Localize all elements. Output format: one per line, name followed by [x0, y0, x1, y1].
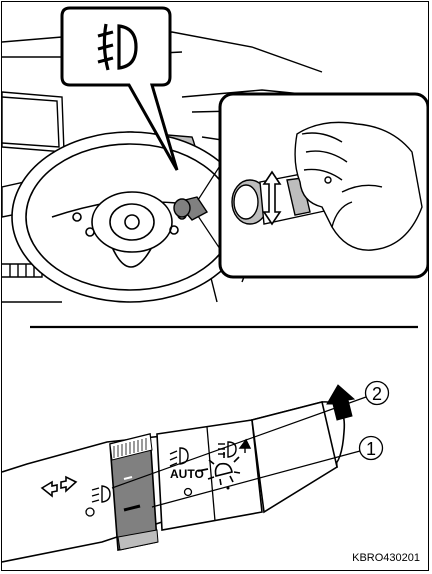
- callout-2: 2: [366, 382, 389, 405]
- figure-code: KBRO430201: [352, 552, 420, 564]
- callout-1-number: 1: [366, 439, 376, 459]
- figure-svg: AUTO 2 1: [2, 2, 429, 571]
- callout-2-number: 2: [372, 384, 382, 404]
- hand-operation-inset: [220, 94, 428, 277]
- callout-1: 1: [360, 437, 383, 460]
- auto-label: AUTO: [170, 467, 204, 481]
- steering-wheel: [12, 132, 248, 302]
- stalk-switch-detail: [2, 402, 344, 562]
